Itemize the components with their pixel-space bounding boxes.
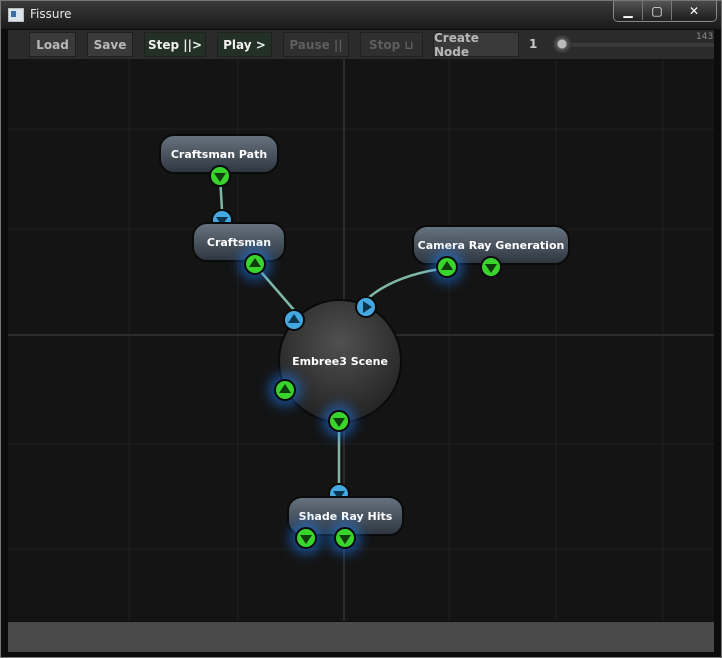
craftsman-path-output-port[interactable] xyxy=(209,165,231,187)
maximize-icon: ▢ xyxy=(651,3,663,18)
status-bar xyxy=(8,622,714,652)
triangle-input-icon xyxy=(216,217,228,226)
step-button[interactable]: Step ||> xyxy=(144,32,206,57)
speed-slider-max: 143 xyxy=(696,32,714,42)
shade-ray-hits-output-port-2[interactable] xyxy=(334,527,356,549)
speed-slider-thumb[interactable] xyxy=(553,35,571,53)
triangle-output-icon xyxy=(339,535,351,544)
node-graph-canvas[interactable]: Craftsman Path Craftsman Camera Ray Gene… xyxy=(8,59,714,621)
load-button[interactable]: Load xyxy=(29,32,76,57)
window-controls: ▁ ▢ ✕ xyxy=(613,1,717,22)
triangle-output-icon xyxy=(441,261,453,270)
node-craftsman[interactable]: Craftsman xyxy=(192,222,286,262)
node-shade-ray-hits-label: Shade Ray Hits xyxy=(298,509,393,523)
triangle-output-icon xyxy=(249,258,261,267)
pause-button[interactable]: Pause || xyxy=(283,32,349,57)
window-title: Fissure xyxy=(30,7,72,21)
close-icon: ✕ xyxy=(688,3,700,18)
minimize-icon: ▁ xyxy=(623,3,633,18)
embree3-scene-output-port-1[interactable] xyxy=(274,379,296,401)
minimize-button[interactable]: ▁ xyxy=(614,1,642,20)
node-embree3-scene-label: Embree3 Scene xyxy=(292,354,388,368)
node-camera-ray-generation-label: Camera Ray Generation xyxy=(417,238,565,252)
title-bar[interactable]: Fissure ▁ ▢ ✕ xyxy=(1,1,721,29)
speed-slider-track[interactable] xyxy=(560,43,714,47)
camera-ray-generation-output-port-2[interactable] xyxy=(480,256,502,278)
triangle-output-icon xyxy=(333,418,345,427)
close-button[interactable]: ✕ xyxy=(671,1,716,20)
triangle-input-icon xyxy=(363,301,372,313)
embree3-scene-input-port-1[interactable] xyxy=(283,309,305,331)
camera-ray-generation-output-port-1[interactable] xyxy=(436,256,458,278)
triangle-output-icon xyxy=(214,173,226,182)
triangle-input-icon xyxy=(288,314,300,323)
node-craftsman-path-label: Craftsman Path xyxy=(170,147,268,161)
app-icon xyxy=(8,8,24,22)
node-craftsman-label: Craftsman xyxy=(206,235,272,249)
triangle-output-icon xyxy=(279,384,291,393)
stop-button[interactable]: Stop ⊔ xyxy=(360,32,423,57)
maximize-button[interactable]: ▢ xyxy=(642,1,671,20)
speed-value: 1 xyxy=(529,37,538,51)
toolbar: Load Save Step ||> Play > Pause || Stop … xyxy=(8,30,714,60)
connection-camera-to-scene[interactable] xyxy=(366,266,448,300)
triangle-output-icon xyxy=(300,535,312,544)
play-button[interactable]: Play > xyxy=(217,32,272,57)
create-node-button[interactable]: Create Node xyxy=(433,31,519,59)
triangle-input-icon xyxy=(333,491,345,500)
save-button[interactable]: Save xyxy=(87,32,133,57)
embree3-scene-output-port-2[interactable] xyxy=(328,410,350,432)
node-shade-ray-hits[interactable]: Shade Ray Hits xyxy=(287,496,404,536)
shade-ray-hits-output-port-1[interactable] xyxy=(295,527,317,549)
craftsman-output-port[interactable] xyxy=(244,253,266,275)
embree3-scene-input-port-2[interactable] xyxy=(355,296,377,318)
triangle-output-icon xyxy=(485,264,497,273)
